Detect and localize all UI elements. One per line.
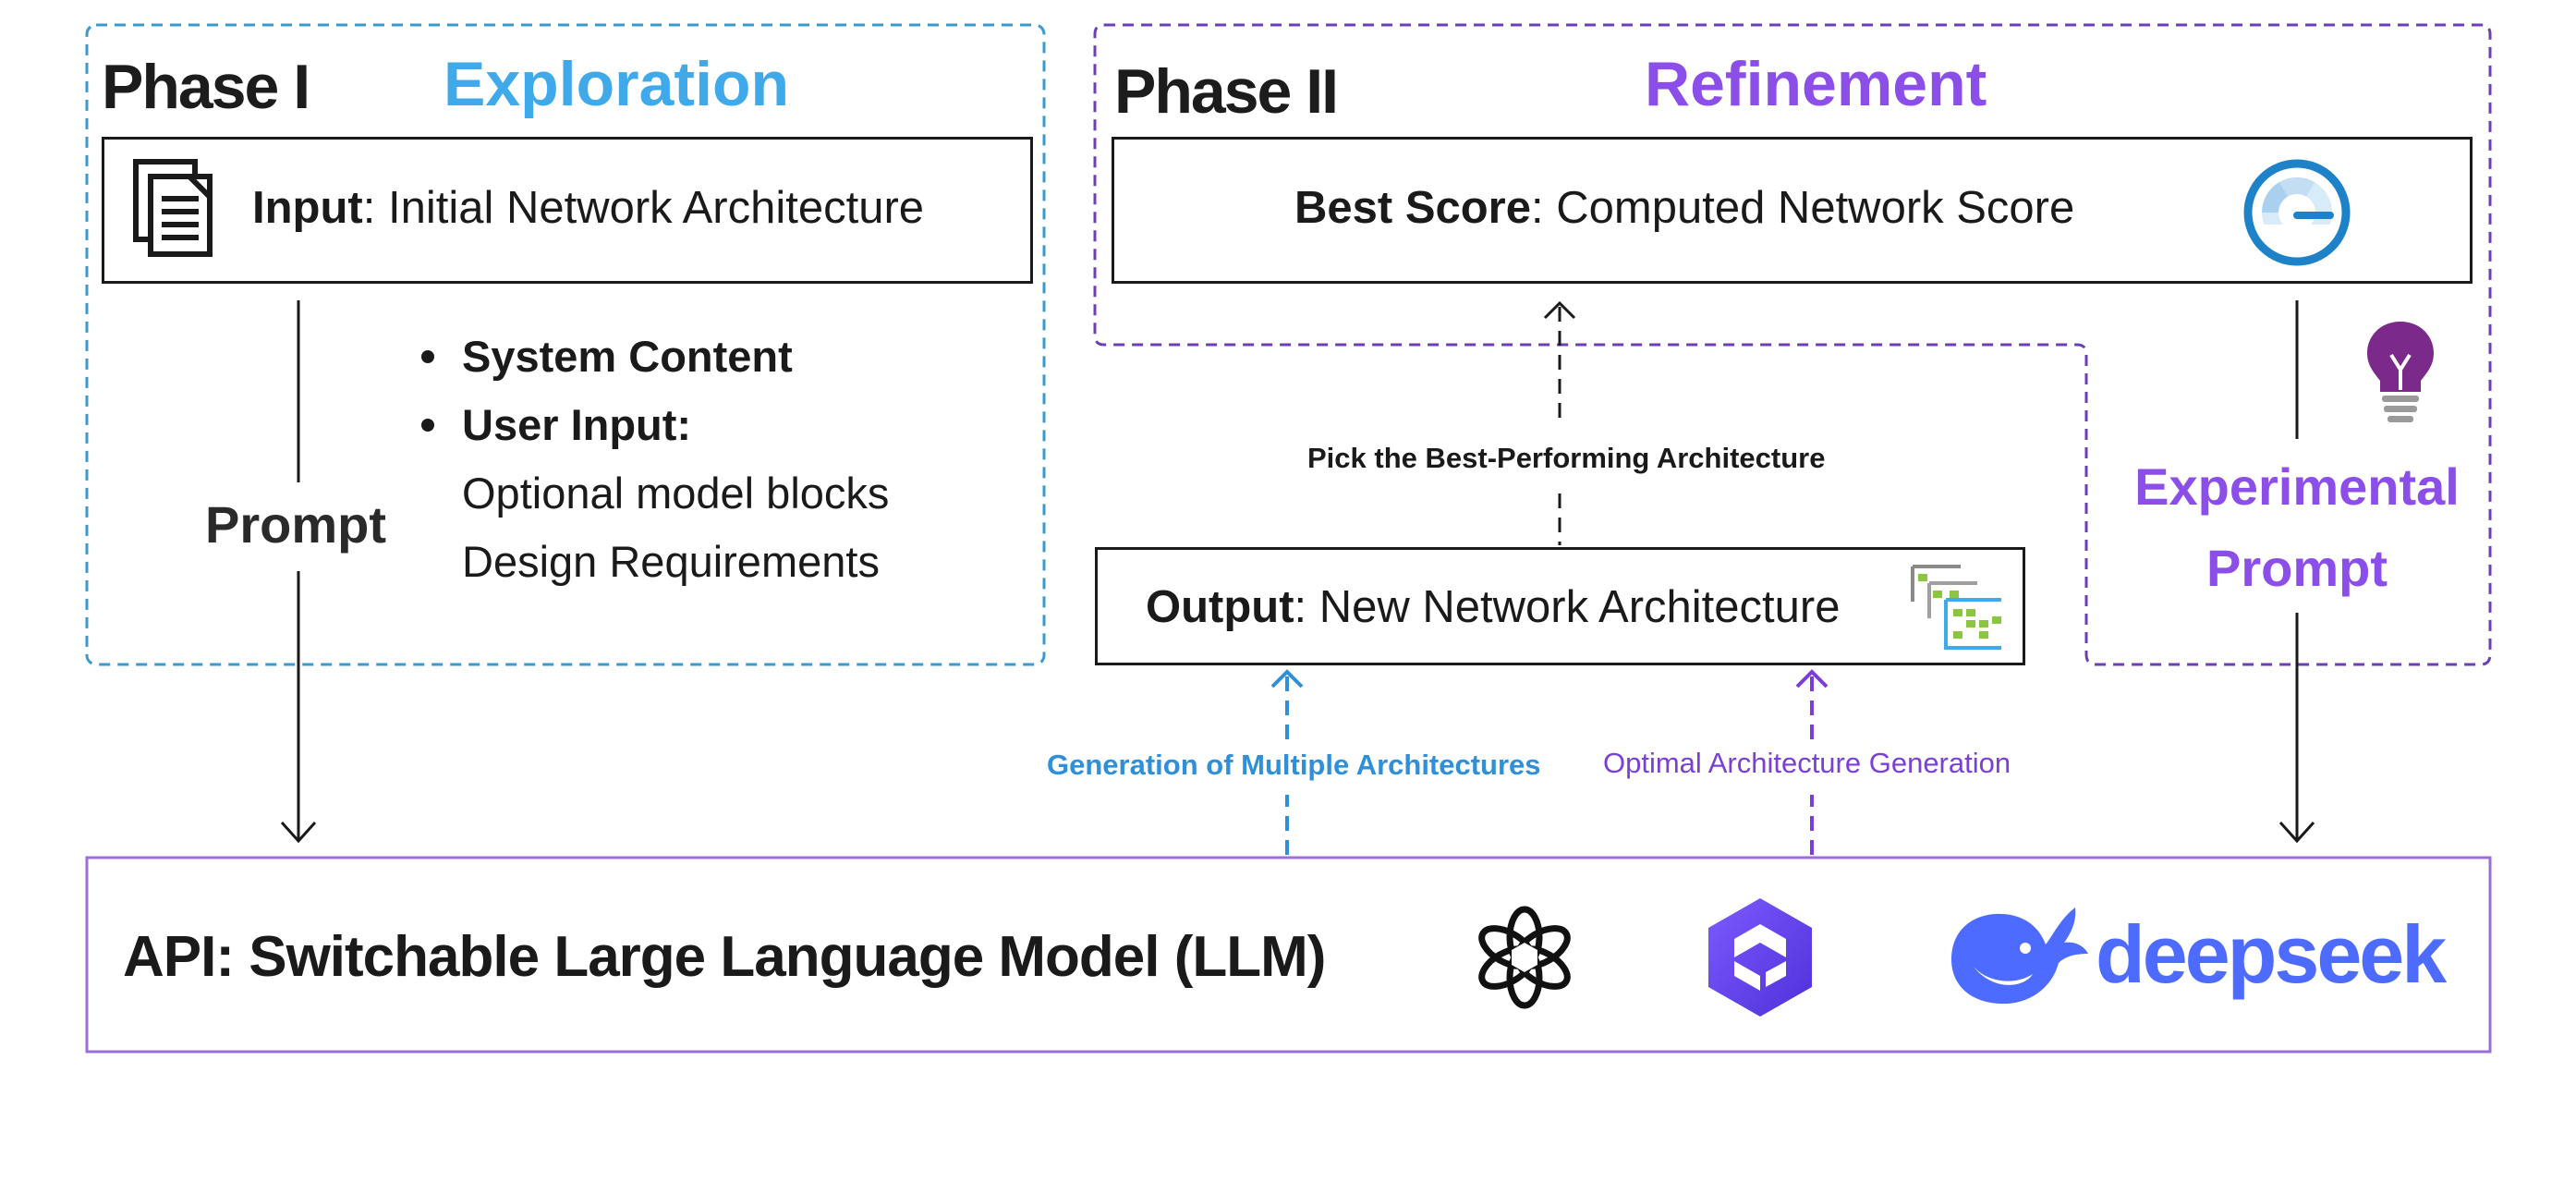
phase2-label: Phase II [1114,56,1339,127]
best-score-box: Best Score: Computed Network Score [1112,137,2473,284]
experimental-prompt-label: Experimental Prompt [2112,446,2482,609]
experimental-line2: Prompt [2206,539,2388,597]
input-value: : Initial Network Architecture [362,183,925,233]
output-box: Output: New Network Architecture [1095,547,2025,665]
generation-multiple-label: Generation of Multiple Architectures [1047,749,1541,781]
bullet-system-content: System Content [462,332,793,381]
input-text: Input: Initial Network Architecture [252,182,924,234]
output-text: Output: New Network Architecture [1146,581,1840,633]
best-score-label: Best Score [1294,183,1532,233]
bullet-user-input: User Input: [462,400,692,449]
network-architecture-icon [1909,563,2012,660]
speedometer-icon [2242,158,2351,272]
output-label: Output [1146,582,1294,632]
experimental-arrowhead [2278,821,2315,844]
experimental-line1: Experimental [2134,457,2460,516]
deepseek-wordmark: deepseek [2096,908,2447,1000]
phase1-panel [85,23,1046,666]
input-box: Input: Initial Network Architecture [102,137,1033,284]
pick-best-arrowhead [1543,300,1576,320]
lightbulb-icon [2363,318,2437,430]
phase2-panel [1093,23,2492,666]
prompt-arrowhead [280,821,317,844]
optimal-generation-arrowhead [1795,669,1829,688]
api-box [85,856,2492,1054]
openai-logo [1469,902,1580,1017]
input-label: Input [252,183,363,233]
bullet-dot [421,418,434,432]
bullet-dot [421,349,434,363]
optimal-generation-label: Optimal Architecture Generation [1603,747,2011,779]
prompt-label: Prompt [205,494,386,554]
best-score-text: Best Score: Computed Network Score [1294,182,2074,234]
phase2-title: Refinement [1645,49,1987,119]
document-icon [130,158,219,266]
output-value: : New Network Architecture [1294,582,1841,632]
qwen-logo [1695,893,1825,1027]
api-title: API: Switchable Large Language Model (LL… [123,925,1326,989]
phase1-title: Exploration [444,49,790,119]
phase1-label: Phase I [102,52,310,122]
best-score-value: : Computed Network Score [1531,183,2075,233]
pick-best-label: Pick the Best-Performing Architecture [1307,442,1826,474]
prompt-contents: System Content User Input: Optional mode… [421,323,889,596]
sub-item-optional-blocks: Optional model blocks [462,469,890,518]
sub-item-design-requirements: Design Requirements [462,537,880,586]
deepseek-logo [1937,895,2094,1019]
generation-multiple-arrowhead [1270,669,1304,688]
